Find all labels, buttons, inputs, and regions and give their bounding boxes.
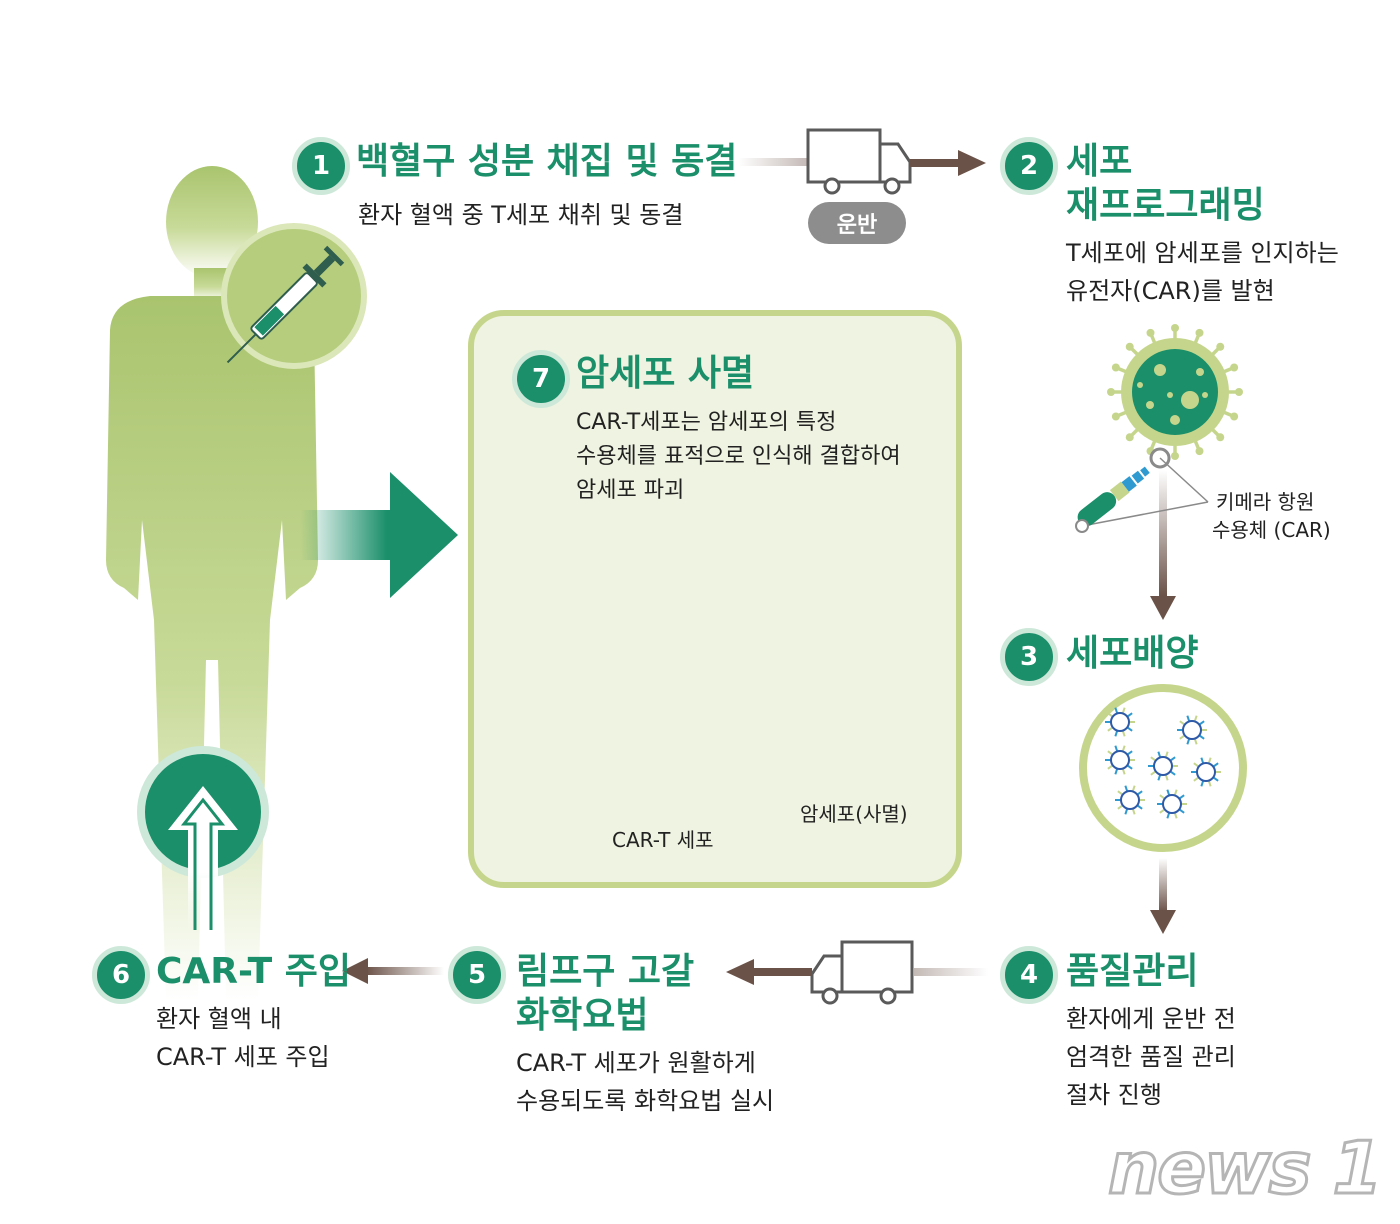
- arrow-icon: [342, 958, 444, 984]
- step-2-desc-line-2: 유전자(CAR)를 발현: [1066, 277, 1275, 305]
- step-7-desc-line-3: 암세포 파괴: [576, 478, 685, 503]
- step-7-badge: 7: [512, 350, 570, 408]
- step-5-title-line-2: 화학요법: [516, 995, 649, 1036]
- step-7-desc-line-2: 수용체를 표적으로 인식해 결합하여: [576, 444, 901, 469]
- truck-icon: [738, 128, 986, 195]
- cart-cell-label: CAR-T 세포: [612, 828, 714, 852]
- step-1-badge: 1: [292, 137, 350, 195]
- step-6-title: CAR-T 주입: [156, 951, 351, 992]
- arrow-icon: [1150, 470, 1176, 620]
- step-6-desc-line-1: 환자 혈액 내: [156, 1005, 282, 1033]
- step-1-desc: 환자 혈액 중 T세포 채취 및 동결: [358, 201, 684, 229]
- step-7-desc-line-1: CAR-T세포는 암세포의 특정: [576, 410, 837, 435]
- step-4-desc-line-1: 환자에게 운반 전: [1066, 1005, 1236, 1033]
- step-2-title-line-2: 재프로그래밍: [1066, 185, 1265, 226]
- up-arrow-circle-icon: [137, 746, 269, 930]
- news1-logo: news 1: [1107, 1126, 1385, 1210]
- step-4-badge: 4: [1000, 946, 1058, 1004]
- virus-icon: [1107, 324, 1243, 460]
- step-4-desc-line-3: 절차 진행: [1066, 1081, 1162, 1109]
- car-label-line-2: 수용체 (CAR): [1212, 518, 1331, 542]
- step-2-title-line-1: 세포: [1066, 141, 1133, 182]
- step-1-title: 백혈구 성분 채집 및 동결: [356, 141, 738, 182]
- step-5-desc-line-2: 수용되도록 화학요법 실시: [516, 1087, 775, 1115]
- step-3-badge: 3: [1000, 628, 1058, 686]
- step-2-badge: 2: [1000, 137, 1058, 195]
- step-5-title-line-1: 림프구 고갈: [516, 951, 695, 992]
- truck-icon: [726, 940, 988, 1005]
- petri-dish-icon: [1079, 684, 1247, 852]
- step-6-badge: 6: [92, 946, 150, 1004]
- step-4-title: 품질관리: [1066, 951, 1199, 992]
- arrow-icon: [1150, 858, 1176, 934]
- car-label-line-1: 키메라 항원: [1216, 490, 1315, 514]
- step-6-desc-line-2: CAR-T 세포 주입: [156, 1043, 330, 1071]
- step-3-title: 세포배양: [1066, 633, 1199, 674]
- transport-label: 운반: [808, 202, 906, 244]
- dead-cell-label: 암세포(사멸): [800, 802, 908, 826]
- step-5-badge: 5: [448, 946, 506, 1004]
- step-5-desc-line-1: CAR-T 세포가 원활하게: [516, 1049, 756, 1077]
- big-arrow-icon: [300, 472, 458, 598]
- car-receptor-icon: [1075, 447, 1209, 533]
- syringe-icon: [221, 223, 367, 369]
- step-2-desc-line-1: T세포에 암세포를 인지하는: [1066, 239, 1339, 267]
- step-4-desc-line-2: 엄격한 품질 관리: [1066, 1043, 1236, 1071]
- step-7-title: 암세포 사멸: [576, 353, 755, 394]
